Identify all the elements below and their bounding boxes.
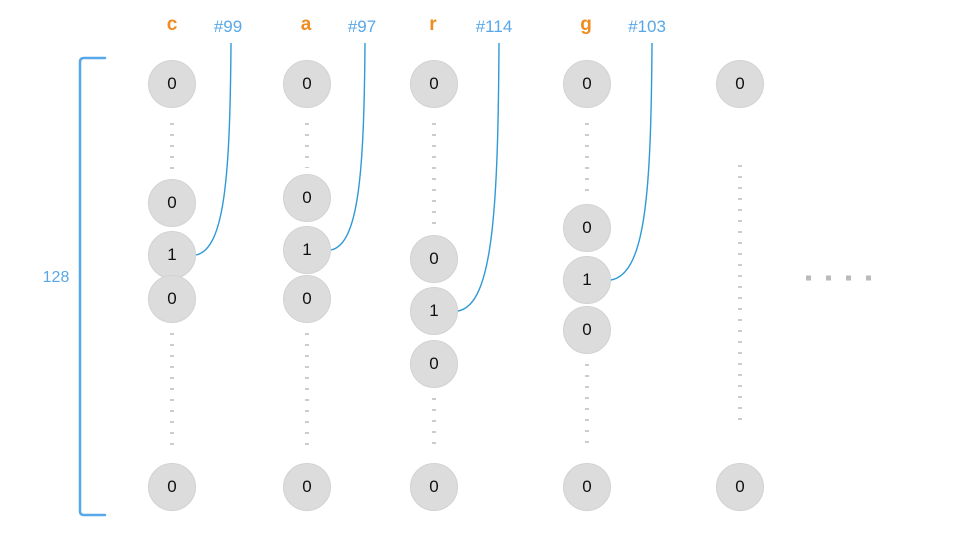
vector-cell[interactable]: 0 [283, 60, 331, 108]
vertical-ellipsis [305, 123, 309, 168]
connector-curve-g [610, 42, 653, 281]
connector-curve-r [457, 42, 500, 312]
vector-cell[interactable]: 0 [716, 60, 764, 108]
vertical-ellipsis [305, 333, 309, 448]
char-code-label-99: #99 [213, 17, 243, 36]
vector-cell[interactable]: 0 [563, 306, 611, 354]
vector-cell[interactable]: 0 [410, 235, 458, 283]
vector-cell[interactable]: 0 [563, 60, 611, 108]
char-code-label-114: #114 [475, 17, 513, 36]
horizontal-ellipsis [806, 275, 886, 281]
vector-cell[interactable]: 0 [410, 463, 458, 511]
vector-cell[interactable]: 0 [283, 174, 331, 222]
connector-curve-c [195, 42, 232, 256]
vector-cell[interactable]: 0 [148, 179, 196, 227]
vector-cell-active[interactable]: 1 [283, 226, 331, 274]
vector-cell[interactable]: 0 [563, 463, 611, 511]
vector-cell[interactable]: 0 [410, 340, 458, 388]
vertical-ellipsis [432, 123, 436, 228]
vertical-ellipsis [585, 364, 589, 448]
vector-cell-active[interactable]: 1 [563, 256, 611, 304]
vector-cell[interactable]: 0 [148, 463, 196, 511]
vector-cell[interactable]: 0 [148, 275, 196, 323]
connector-curve-a [330, 42, 366, 251]
char-code-label-103: #103 [628, 17, 666, 36]
vector-cell-active[interactable]: 1 [410, 287, 458, 335]
vector-cell[interactable]: 0 [283, 275, 331, 323]
vertical-ellipsis [170, 333, 174, 448]
char-label-a: a [300, 14, 312, 35]
vertical-ellipsis [432, 398, 436, 448]
dimension-label: 128 [42, 269, 70, 286]
vector-cell[interactable]: 0 [563, 204, 611, 252]
char-label-g: g [580, 14, 592, 35]
vector-cell[interactable]: 0 [148, 60, 196, 108]
dimension-bracket [78, 56, 107, 517]
vertical-ellipsis [738, 165, 742, 420]
vector-cell-active[interactable]: 1 [148, 231, 196, 279]
char-code-label-97: #97 [347, 17, 377, 36]
vertical-ellipsis [585, 123, 589, 198]
vector-cell[interactable]: 0 [283, 463, 331, 511]
vertical-ellipsis [170, 123, 174, 173]
char-label-c: c [166, 14, 178, 35]
vector-cell[interactable]: 0 [716, 463, 764, 511]
vector-cell[interactable]: 0 [410, 60, 458, 108]
char-label-r: r [429, 14, 437, 35]
